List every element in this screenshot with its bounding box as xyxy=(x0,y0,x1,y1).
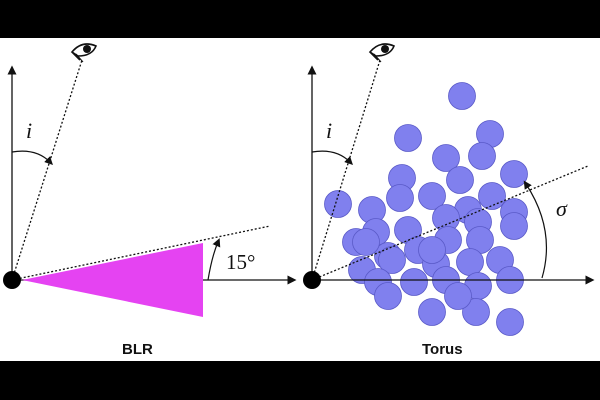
torus-cloud xyxy=(446,166,474,194)
diagram-panel: i 15° i σ BLR Torus xyxy=(0,38,600,361)
torus-cloud xyxy=(468,142,496,170)
torus-cloud xyxy=(324,190,352,218)
torus-clouds xyxy=(324,82,528,336)
eye-icon xyxy=(368,43,396,63)
torus-cloud xyxy=(496,308,524,336)
blr-panel xyxy=(3,43,297,317)
torus-cloud xyxy=(500,160,528,188)
torus-cloud xyxy=(352,228,380,256)
torus-panel xyxy=(303,43,595,336)
left-inclination-arc xyxy=(11,150,53,165)
torus-cloud xyxy=(418,298,446,326)
torus-cloud xyxy=(500,212,528,240)
torus-cloud xyxy=(378,246,406,274)
blr-caption: BLR xyxy=(122,341,153,358)
torus-caption: Torus xyxy=(422,341,463,358)
torus-cloud xyxy=(386,184,414,212)
torus-cloud xyxy=(418,182,446,210)
torus-cloud xyxy=(418,236,446,264)
torus-cloud xyxy=(456,248,484,276)
left-black-hole xyxy=(3,271,21,289)
torus-cloud xyxy=(374,282,402,310)
eye-icon xyxy=(70,43,98,63)
torus-cloud xyxy=(448,82,476,110)
right-opening-line xyxy=(311,165,589,281)
right-black-hole xyxy=(303,271,321,289)
torus-cloud xyxy=(462,298,490,326)
right-inclination-arc xyxy=(311,150,353,165)
left-inclination-label: i xyxy=(26,118,33,143)
left-sightline xyxy=(11,59,83,281)
right-inclination-label: i xyxy=(326,118,333,143)
blr-wedge xyxy=(22,243,203,317)
sigma-label: σ xyxy=(556,196,567,221)
torus-cloud xyxy=(444,282,472,310)
left-opening-arc xyxy=(207,238,221,281)
torus-cloud xyxy=(432,144,460,172)
torus-cloud xyxy=(478,182,506,210)
torus-cloud xyxy=(400,268,428,296)
right-sigma-arc xyxy=(523,180,547,279)
torus-cloud xyxy=(394,124,422,152)
opening-angle-label: 15° xyxy=(226,250,256,274)
geometry-diagram xyxy=(3,43,595,336)
